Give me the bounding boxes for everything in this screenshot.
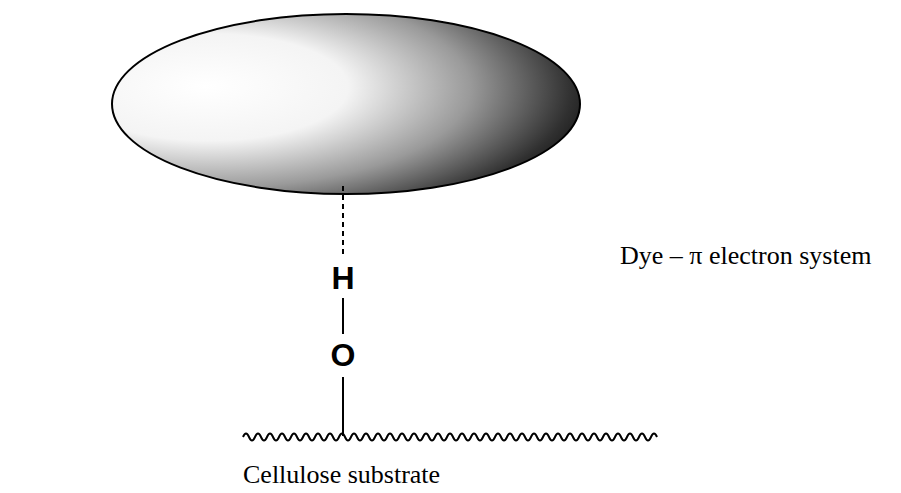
cellulose-chain: [243, 434, 657, 441]
substrate-label: Cellulose substrate: [243, 459, 440, 490]
oc-bond: [342, 377, 344, 436]
hydrogen-bond: [342, 186, 344, 258]
oh-bond: [342, 298, 344, 334]
hydrogen-atom: H: [331, 259, 354, 297]
oxygen-atom: O: [331, 336, 356, 374]
dye-ellipse: [112, 14, 580, 194]
dye-label: Dye – π electron system: [620, 240, 871, 271]
